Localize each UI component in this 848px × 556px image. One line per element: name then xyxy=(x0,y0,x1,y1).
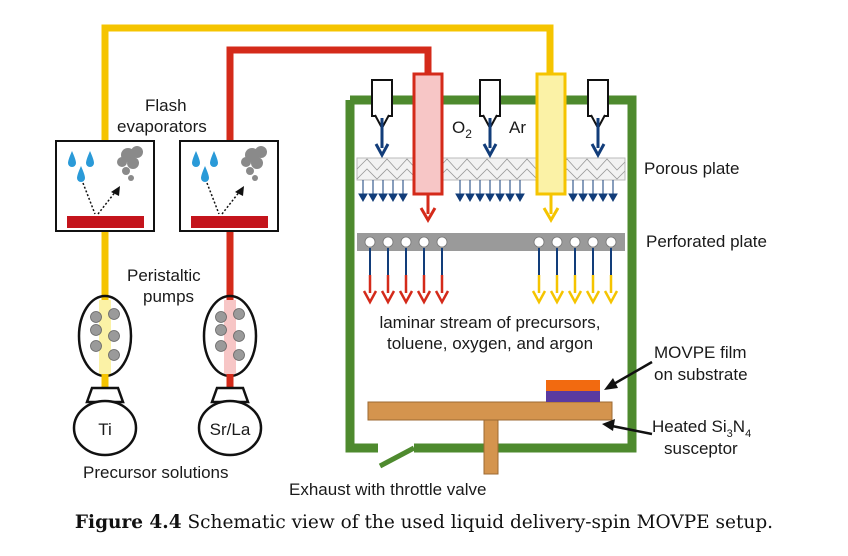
peristaltic-pump-srla xyxy=(202,294,258,378)
droplet-icon xyxy=(201,166,209,182)
perforated-plate-label: Perforated plate xyxy=(646,232,767,251)
exhaust-label: Exhaust with throttle valve xyxy=(289,480,486,499)
peristaltic-pump-ti xyxy=(77,294,133,378)
susceptor-shaft xyxy=(483,417,499,475)
movpe-film-label-2: on substrate xyxy=(654,365,748,384)
droplet-icon xyxy=(68,151,76,167)
porous-flow-arrows xyxy=(358,180,618,203)
gas-nozzle-left xyxy=(371,79,393,159)
gas-nozzle-right xyxy=(587,79,609,159)
film-pointer-arrow xyxy=(604,360,653,390)
flash-evaporators-label: Flash xyxy=(145,96,187,115)
movpe-film xyxy=(546,380,600,391)
schematic-diagram: Flash evaporators Peristaltic pumps Ti S… xyxy=(55,24,767,499)
figure-caption-text: Schematic view of the used liquid delive… xyxy=(181,512,774,533)
vapor-cloud-icon xyxy=(241,146,267,181)
peristaltic-pumps-label: Peristaltic xyxy=(127,266,201,285)
susceptor-label: susceptor xyxy=(664,439,738,458)
movpe-film-label: MOVPE film xyxy=(654,343,747,362)
susceptor-pointer-arrow xyxy=(602,419,653,436)
srla-bottle-label: Sr/La xyxy=(210,420,251,439)
heated-susceptor xyxy=(367,401,613,421)
droplet-icon xyxy=(77,166,85,182)
droplet-icon xyxy=(210,151,218,167)
heated-susceptor-label: Heated Si3N4 xyxy=(652,417,751,440)
srla-injector xyxy=(412,72,444,223)
exhaust-pipe xyxy=(378,445,416,469)
perforated-plate xyxy=(357,233,625,251)
porous-plate xyxy=(356,157,626,181)
gas-nozzle-o2 xyxy=(479,79,501,159)
ti-bottle-label: Ti xyxy=(98,420,112,439)
flash-evaporator-ti xyxy=(55,140,155,232)
precursor-bottle-ti xyxy=(72,374,138,457)
ti-stream-arrows xyxy=(531,248,619,305)
laminar-stream-label: laminar stream of precursors, xyxy=(379,313,600,332)
peristaltic-pumps-label-2: pumps xyxy=(143,287,194,306)
figure-caption: Figure 4.4 Schematic view of the used li… xyxy=(0,512,848,533)
flash-evaporators-label-2: evaporators xyxy=(117,117,207,136)
vapor-cloud-icon xyxy=(117,146,143,181)
ti-injector xyxy=(535,72,567,223)
substrate xyxy=(546,391,600,402)
porous-plate-label: Porous plate xyxy=(644,159,739,178)
droplet-icon xyxy=(192,151,200,167)
droplet-icon xyxy=(86,151,94,167)
srla-stream-arrows xyxy=(362,248,450,305)
laminar-stream-label-2: toluene, oxygen, and argon xyxy=(387,334,593,353)
precursor-solutions-label: Precursor solutions xyxy=(83,463,229,482)
precursor-bottle-srla xyxy=(197,374,263,457)
figure-number: Figure 4.4 xyxy=(74,512,182,533)
o2-label: O2 xyxy=(452,118,472,141)
ar-label: Ar xyxy=(509,118,526,137)
flash-evaporator-srla xyxy=(179,140,279,232)
